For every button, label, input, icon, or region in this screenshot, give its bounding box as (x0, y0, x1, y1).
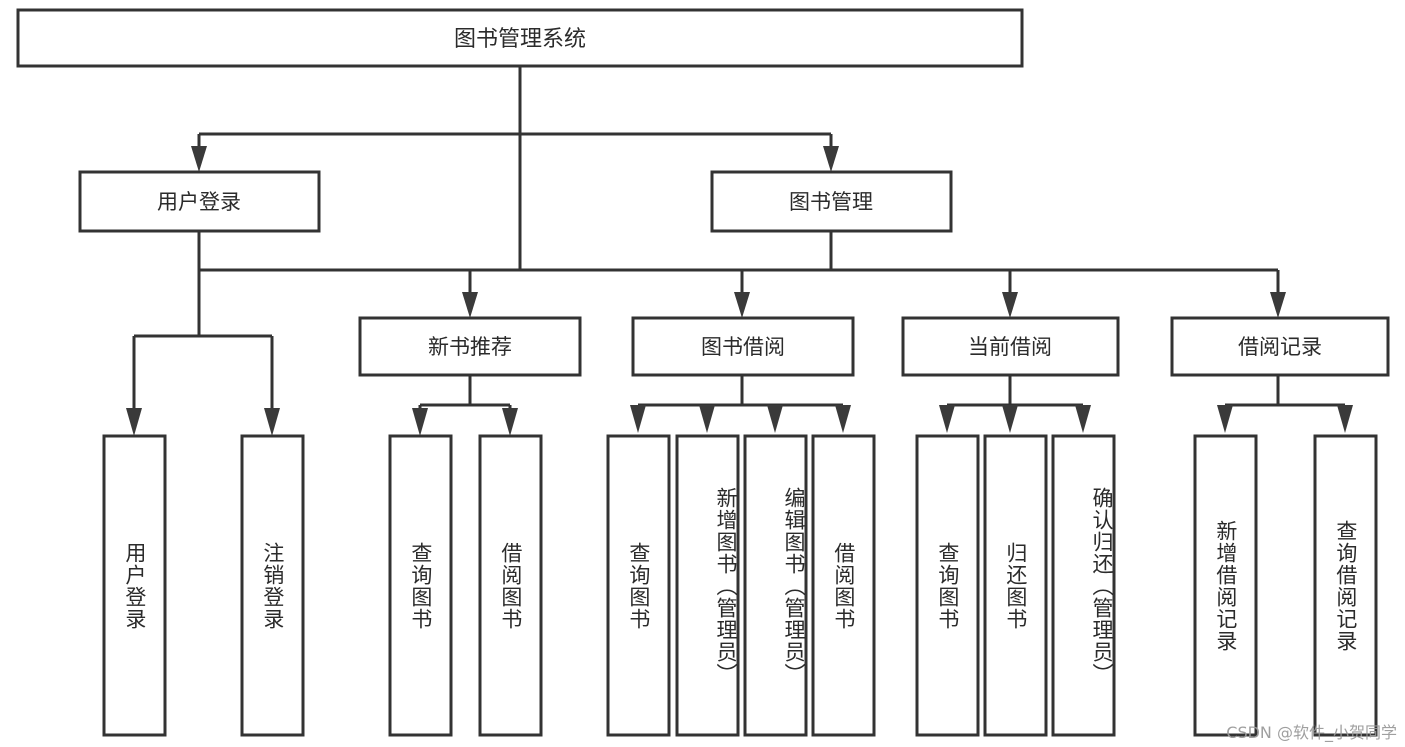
arrow-leaf-new-book-1 (412, 408, 428, 436)
leaf-boxes-book-borrow (606, 434, 876, 737)
node-user-login-label: 用户登录 (157, 190, 241, 214)
leaf-box-book-borrow-2[interactable] (675, 434, 740, 737)
leaf-box-book-borrow-1[interactable] (606, 434, 671, 737)
arrow-leaf-user-login-1 (126, 408, 142, 436)
connector-book-manage-tree (462, 231, 1286, 318)
leaf-box-book-borrow-4[interactable] (811, 434, 876, 737)
node-borrow-record-label: 借阅记录 (1238, 335, 1322, 359)
arrow-leaf-borrow-record-1 (1217, 405, 1233, 433)
arrow-to-book-manage (823, 146, 839, 172)
arrow-leaf-user-login-2 (264, 408, 280, 436)
leaf-box-current-borrow-1[interactable] (915, 434, 980, 737)
connector-root-tree (191, 66, 839, 172)
leaf-boxes-user-login (102, 434, 305, 737)
leaf-box-borrow-record-2[interactable] (1313, 434, 1378, 737)
arrow-l3-book-borrow (734, 292, 750, 318)
node-book-borrow-label: 图书借阅 (701, 335, 785, 359)
connector-user-login-tree (126, 231, 280, 436)
connector-book-borrow-tree (630, 375, 851, 433)
arrow-leaf-current-borrow-3 (1075, 405, 1091, 433)
arrow-leaf-current-borrow-1 (939, 405, 955, 433)
arrow-l3-current-borrow (1002, 292, 1018, 318)
node-current-borrow-box[interactable] (901, 316, 1120, 377)
leaf-boxes-current-borrow (915, 434, 1116, 737)
node-book-borrow-box[interactable] (631, 316, 855, 377)
arrow-leaf-current-borrow-2 (1002, 405, 1018, 433)
node-new-book-box[interactable] (358, 316, 582, 377)
leaf-box-current-borrow-3[interactable] (1051, 434, 1116, 737)
arrow-l3-new-book (462, 292, 478, 318)
node-user-login-box[interactable] (78, 170, 321, 233)
leaf-box-book-borrow-3[interactable] (743, 434, 808, 737)
leaf-box-new-book-2[interactable] (478, 434, 543, 737)
node-root-label: 图书管理系统 (454, 27, 586, 52)
arrow-leaf-borrow-record-2 (1337, 405, 1353, 433)
arrow-leaf-book-borrow-1 (630, 405, 646, 433)
connector-group-root (199, 66, 831, 272)
node-new-book-label: 新书推荐 (428, 335, 512, 359)
node-book-manage-label: 图书管理 (789, 190, 873, 214)
connector-new-book-tree (412, 375, 518, 436)
leaf-box-borrow-record-1[interactable] (1193, 434, 1258, 737)
connector-borrow-record-tree (1217, 375, 1353, 433)
arrow-leaf-new-book-2 (502, 408, 518, 436)
arrow-leaf-book-borrow-4 (835, 405, 851, 433)
node-book-manage-box[interactable] (710, 170, 953, 233)
leaf-box-user-login-1[interactable] (102, 434, 167, 737)
arrow-leaf-book-borrow-2 (699, 405, 715, 433)
leaf-boxes-borrow-record (1193, 434, 1378, 737)
arrow-leaf-book-borrow-3 (767, 405, 783, 433)
node-root-box[interactable] (16, 8, 1024, 68)
arrow-to-user-login (191, 146, 207, 172)
leaf-boxes-new-book (388, 434, 543, 737)
leaf-box-current-borrow-2[interactable] (983, 434, 1048, 737)
connector-current-borrow-tree (939, 375, 1091, 433)
csdn-watermark: CSDN @软件_小贺同学 (1226, 723, 1397, 742)
node-current-borrow-label: 当前借阅 (968, 335, 1052, 359)
arrow-l3-borrow-record (1270, 292, 1286, 318)
node-borrow-record-box[interactable] (1170, 316, 1390, 377)
leaf-box-user-login-2[interactable] (240, 434, 305, 737)
leaf-box-new-book-1[interactable] (388, 434, 453, 737)
